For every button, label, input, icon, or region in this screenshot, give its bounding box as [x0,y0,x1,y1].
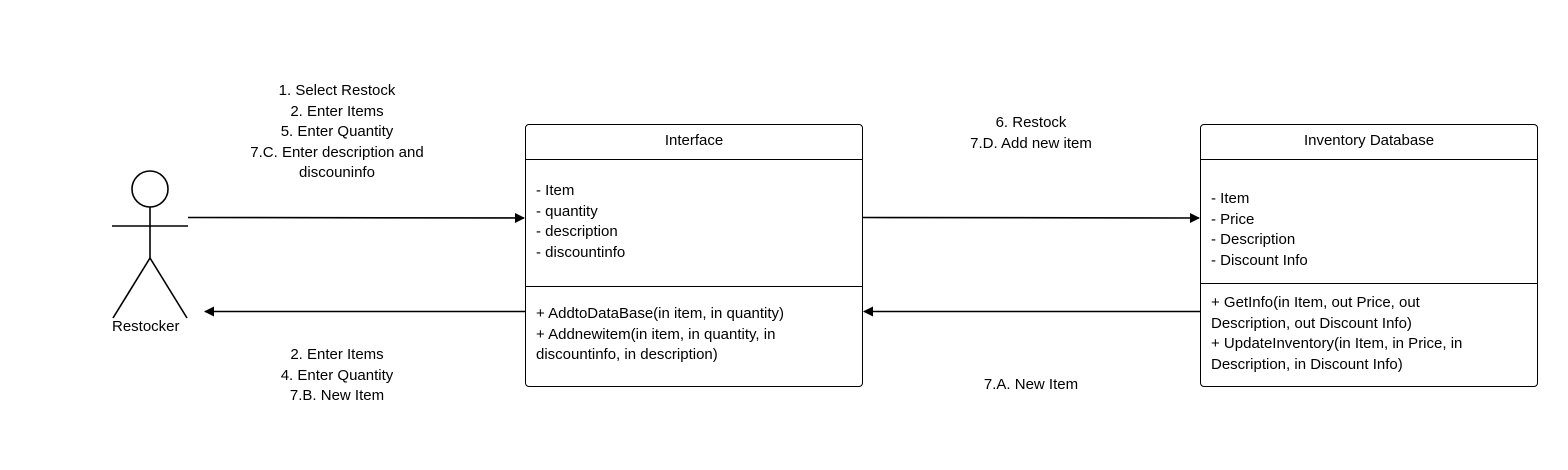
attribute: - quantity [536,202,598,220]
message-line: 7.A. New Item [983,376,1079,393]
arrow-actor-to-interface [187,212,525,223]
actor-right-leg [149,257,188,319]
arrow-interface-to-db [861,212,1200,223]
attribute: - Description [1211,231,1296,248]
class-divider [526,286,862,287]
message-actor-to-interface: 1. Select Restock 2. Enter Items 5. Ente… [237,81,437,184]
class-operations: + AddtoDataBase(in item, in quantity) + … [536,304,854,366]
message-line: 2. Enter Items [290,346,384,363]
class-title: Inventory Database [1303,132,1435,149]
message-db-to-interface: 7.A. New Item [951,375,1111,396]
operation: Description, in Discount Info) [1211,355,1403,373]
message-line: discouninfo [299,164,375,181]
class-divider [1201,283,1537,284]
actor-head [131,170,169,208]
message-line: 7.C. Enter description and [250,143,424,161]
class-title: Interface [664,132,724,149]
attribute: - Discount Info [1211,251,1308,269]
operation: + AddtoDataBase(in item, in quantity) [536,305,785,322]
class-box-inventory-database: Inventory Database - Item - Price - Desc… [1200,124,1538,387]
attribute: - Price [1211,210,1255,228]
class-divider [526,159,862,160]
attribute: - Item [536,182,575,199]
operation: + GetInfo(in Item, out Price, out [1211,294,1420,311]
message-line: 2. Enter Items [290,102,384,120]
operation: + Addnewitem(in item, in quantity, in [536,325,776,343]
class-attributes: - Item - quantity - description - discou… [536,181,854,263]
message-line: 7.D. Add new item [970,134,1092,152]
class-divider [1201,159,1537,160]
message-line: 6. Restock [995,114,1067,131]
message-interface-to-db: 6. Restock 7.D. Add new item [951,113,1111,154]
operation: discountinfo, in description) [536,346,718,363]
message-line: 1. Select Restock [278,82,396,99]
operation: + UpdateInventory(in Item, in Price, in [1211,335,1463,352]
attribute: - discountinfo [536,243,626,261]
message-line: 7.B. New Item [289,387,385,404]
class-box-interface: Interface - Item - quantity - descriptio… [525,124,863,387]
attribute: - Item [1211,190,1250,207]
class-operations: + GetInfo(in Item, out Price, out Descri… [1211,293,1529,375]
actor-label: Restocker [112,318,180,335]
message-line: 5. Enter Quantity [280,123,394,140]
operation: Description, out Discount Info) [1211,314,1412,332]
actor-left-leg [112,257,151,319]
message-line: 4. Enter Quantity [280,366,394,384]
actor-figure [112,170,188,319]
message-interface-to-actor: 2. Enter Items 4. Enter Quantity 7.B. Ne… [257,345,417,407]
class-attributes: - Item - Price - Description - Discount … [1211,189,1529,271]
attribute: - description [536,223,618,240]
